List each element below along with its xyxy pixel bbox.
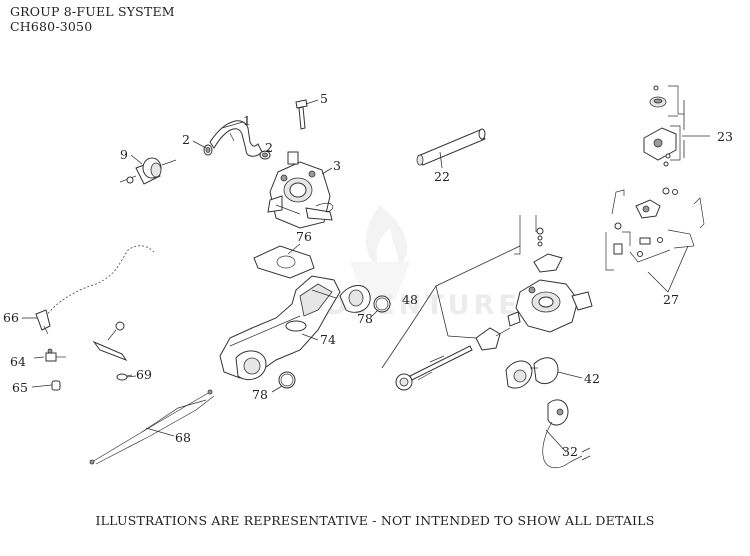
carburetor-gasket-part[interactable] (253, 245, 315, 279)
callout-2-left: 2 (182, 132, 190, 147)
carburetor-kit-part[interactable] (395, 215, 593, 391)
diagram-title: GROUP 8-FUEL SYSTEM (10, 4, 175, 19)
callout-76: 76 (296, 229, 312, 244)
callout-66: 66 (3, 310, 19, 325)
fuel-line-part[interactable] (35, 244, 156, 335)
callout-23: 23 (717, 129, 733, 144)
callout-22: 22 (434, 169, 450, 184)
callout-2-right: 2 (265, 140, 273, 155)
callout-1: 1 (243, 113, 251, 128)
fuel-filter-part[interactable] (119, 157, 177, 185)
callout-5: 5 (320, 91, 328, 106)
fuel-pump-cable-part[interactable] (542, 399, 591, 469)
callout-78-lower: 78 (252, 387, 268, 402)
callout-32: 32 (562, 444, 578, 459)
callout-9: 9 (120, 147, 128, 162)
fuel-hose-part[interactable] (209, 120, 263, 157)
carburetor-part[interactable] (267, 151, 334, 229)
bracket-part[interactable] (92, 321, 128, 362)
o-ring-upper-part[interactable] (373, 295, 391, 313)
callout-68: 68 (175, 430, 191, 445)
callout-3: 3 (333, 158, 341, 173)
linkage-kit-part[interactable] (605, 187, 705, 271)
vent-tube-part[interactable] (416, 128, 486, 166)
intake-manifold-part[interactable] (219, 275, 371, 380)
o-ring-lower-part[interactable] (278, 371, 296, 389)
fuel-pump-kit-part[interactable] (643, 85, 684, 167)
wiring-harness-part[interactable] (89, 389, 215, 465)
bolt-part[interactable] (295, 99, 308, 130)
callout-48: 48 (402, 292, 418, 307)
disclaimer-footer: ILLUSTRATIONS ARE REPRESENTATIVE - NOT I… (95, 513, 655, 528)
callout-78-upper: 78 (357, 311, 373, 326)
callout-74: 74 (320, 332, 336, 347)
callout-69: 69 (136, 367, 152, 382)
fuel-solenoid-part[interactable] (505, 357, 559, 389)
callout-27: 27 (663, 292, 679, 307)
model-number: CH680-3050 (10, 19, 93, 34)
fitting-part[interactable] (51, 380, 61, 391)
callout-42: 42 (584, 371, 600, 386)
callout-65: 65 (12, 380, 28, 395)
callout-64: 64 (10, 354, 26, 369)
fuel-shutoff-solenoid-part[interactable] (45, 348, 66, 362)
hose-clamp-left-part[interactable] (203, 144, 213, 156)
